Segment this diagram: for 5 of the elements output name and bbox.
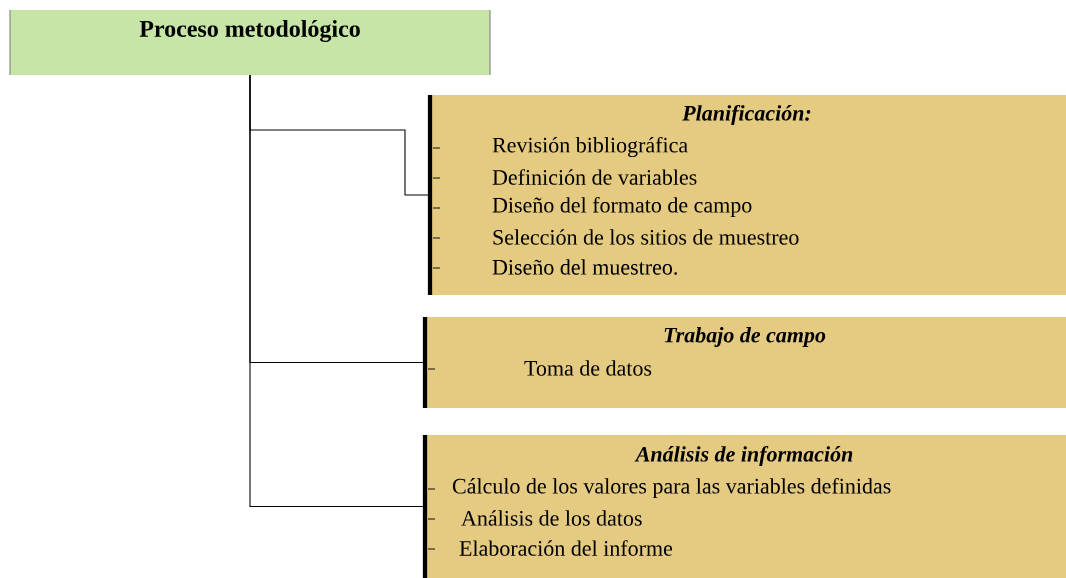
title-box: Proceso metodológico [9, 9, 491, 76]
step-box: Planificación: Revisión bibliográfica Definición de variables Diseño del formato de campo Selección de los sitios de muestreo Diseño del muestreo. [427, 95, 1066, 295]
step-box: Trabajo de campo Toma de datos [422, 317, 1066, 408]
connector-line [249, 74, 424, 508]
step-box: Análisis de información Cálculo de los valores para las variables definidas Análisis de los datos Elaboración del informe [422, 435, 1066, 578]
